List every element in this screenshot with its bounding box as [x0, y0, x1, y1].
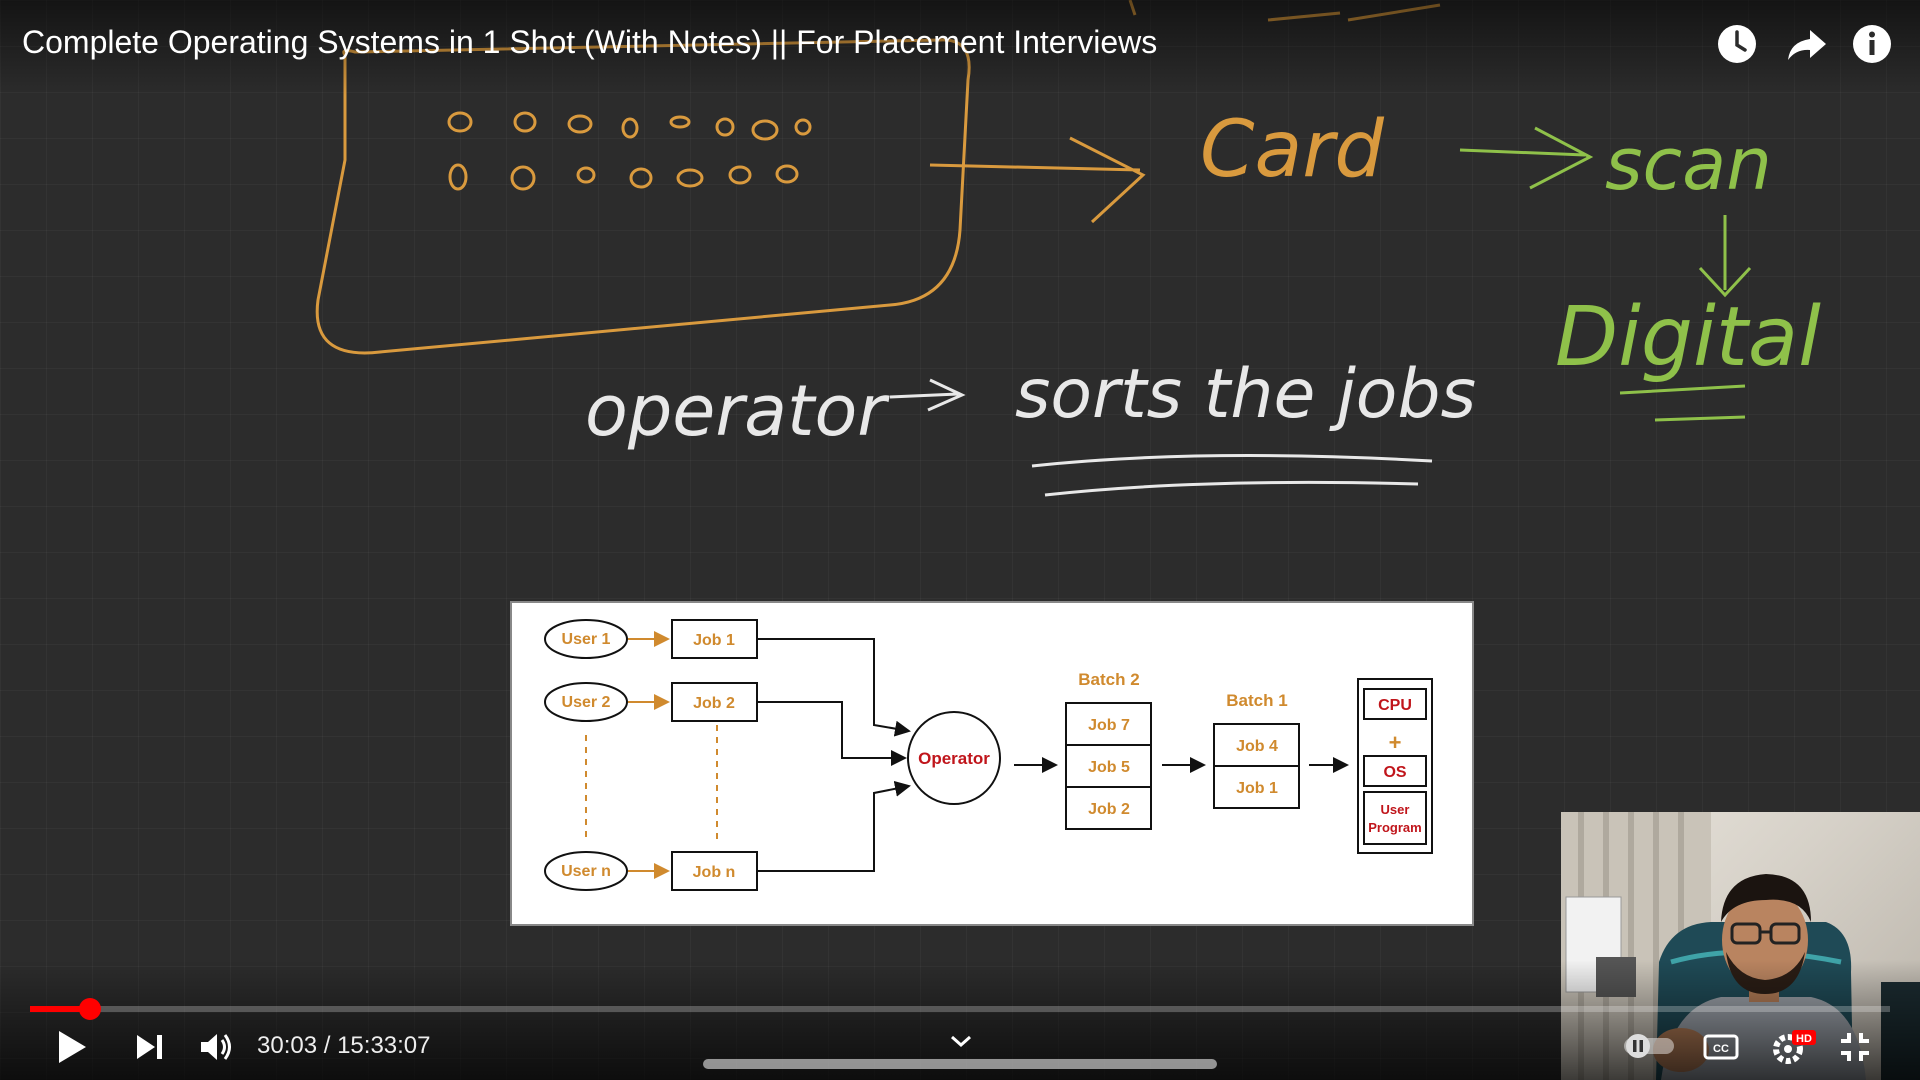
chevron-down-icon[interactable] [948, 1032, 974, 1055]
plus-label: + [1389, 730, 1402, 755]
job-label: Job 2 [693, 695, 735, 712]
hd-badge: HD [1796, 1033, 1812, 1045]
chapter-scrubber-pill[interactable] [703, 1059, 1217, 1069]
next-icon[interactable] [133, 1030, 167, 1069]
info-icon[interactable] [1850, 22, 1894, 66]
batch-2-job: Job 7 [1088, 717, 1130, 734]
time-display: 30:03 / 15:33:07 [257, 1032, 431, 1060]
batch-2-title: Batch 2 [1078, 670, 1139, 689]
watch-later-icon[interactable] [1715, 22, 1759, 66]
cpu-label: CPU [1378, 697, 1412, 714]
operator-node [907, 711, 1001, 805]
progress-scrubber-knob[interactable] [78, 998, 101, 1020]
user-label: User n [561, 863, 611, 880]
captions-label: CC [1713, 1043, 1729, 1055]
fullscreen-exit-icon[interactable] [1838, 1030, 1872, 1069]
handwritten-operator: operator [585, 370, 887, 452]
autoplay-toggle[interactable] [1622, 1032, 1676, 1065]
batch-2-box [1065, 702, 1152, 830]
operator-label: Operator [918, 749, 990, 768]
job-label: Job n [693, 864, 736, 881]
user-node [544, 682, 628, 722]
settings-icon[interactable]: HD [1772, 1029, 1816, 1070]
share-icon[interactable] [1784, 22, 1828, 66]
os-box [1363, 755, 1427, 787]
user-program-label: Program [1368, 820, 1421, 835]
time-current: 30:03 [257, 1032, 318, 1059]
video-title[interactable]: Complete Operating Systems in 1 Shot (Wi… [22, 24, 1158, 60]
cpu-box [1363, 688, 1427, 720]
handwritten-scan: scan [1605, 122, 1772, 206]
batch-2-job: Job 5 [1088, 759, 1130, 776]
batch-1-title: Batch 1 [1226, 691, 1287, 710]
handwritten-digital: Digital [1555, 290, 1821, 385]
user-label: User 2 [562, 694, 611, 711]
user-node [544, 619, 628, 659]
batch-1-job: Job 4 [1236, 738, 1278, 755]
job-label: Job 1 [693, 632, 735, 649]
job-box [671, 851, 758, 891]
play-icon[interactable] [55, 1028, 89, 1071]
time-total: 15:33:07 [337, 1032, 431, 1059]
progress-bar[interactable] [30, 998, 1890, 1020]
user-node [544, 851, 628, 891]
captions-icon[interactable]: CC [1703, 1033, 1739, 1066]
volume-icon[interactable] [198, 1029, 234, 1070]
time-separator: / [323, 1032, 331, 1059]
progress-played [30, 1006, 90, 1012]
os-label: OS [1383, 764, 1406, 781]
handwritten-sorts-the-jobs: sorts the jobs [1015, 355, 1476, 434]
batch-processing-diagram: User 1 User 2 User n Job 1 Job 2 Job n O… [510, 601, 1474, 926]
top-bar [0, 0, 1920, 96]
handwritten-card: Card [1200, 105, 1384, 195]
job-box [671, 619, 758, 659]
batch-2-job: Job 2 [1088, 801, 1130, 818]
user-program-label: User [1381, 802, 1410, 817]
user-program-box [1363, 791, 1427, 845]
batch-1-job: Job 1 [1236, 780, 1278, 797]
user-label: User 1 [562, 631, 611, 648]
